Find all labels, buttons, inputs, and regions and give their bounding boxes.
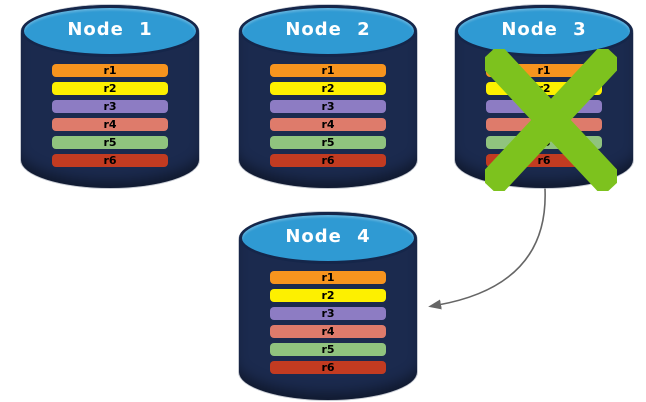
cylinder-top bbox=[239, 5, 417, 57]
node-title: Node 1 bbox=[67, 19, 153, 40]
node-title: Node 4 bbox=[285, 226, 371, 247]
record-list: r1 r2 r3 r4 r5 r6 bbox=[270, 271, 386, 374]
db-node-1: Node 1 r1 r2 r3 r4 r5 r6 bbox=[21, 5, 199, 188]
arrow-curve bbox=[428, 188, 546, 310]
record-row: r1 bbox=[52, 64, 168, 77]
record-row: r2 bbox=[270, 82, 386, 95]
record-row: r2 bbox=[52, 82, 168, 95]
record-row: r6 bbox=[270, 154, 386, 167]
record-row: r1 bbox=[270, 271, 386, 284]
record-row: r4 bbox=[270, 118, 386, 131]
db-node-4: Node 4 r1 r2 r3 r4 r5 r6 bbox=[239, 212, 417, 400]
record-row: r4 bbox=[270, 325, 386, 338]
record-row: r5 bbox=[270, 343, 386, 356]
node-title: Node 3 bbox=[501, 19, 587, 40]
record-row: r3 bbox=[52, 100, 168, 113]
record-row: r4 bbox=[52, 118, 168, 131]
record-row: r3 bbox=[270, 307, 386, 320]
cylinder-top bbox=[239, 212, 417, 264]
record-row: r1 bbox=[270, 64, 386, 77]
cylinder-top bbox=[21, 5, 199, 57]
db-node-3: Node 3 r1 r2 r3 r4 r5 r6 bbox=[455, 5, 633, 191]
record-list: r1 r2 r3 r4 r5 r6 bbox=[270, 64, 386, 167]
record-row: r6 bbox=[270, 361, 386, 374]
record-row: r2 bbox=[270, 289, 386, 302]
record-row: r5 bbox=[270, 136, 386, 149]
record-row: r3 bbox=[270, 100, 386, 113]
record-row: r5 bbox=[52, 136, 168, 149]
failure-x-icon bbox=[485, 49, 617, 191]
db-node-2: Node 2 r1 r2 r3 r4 r5 r6 bbox=[239, 5, 417, 188]
node-title: Node 2 bbox=[285, 19, 371, 40]
record-row: r6 bbox=[52, 154, 168, 167]
record-list: r1 r2 r3 r4 r5 r6 bbox=[52, 64, 168, 167]
